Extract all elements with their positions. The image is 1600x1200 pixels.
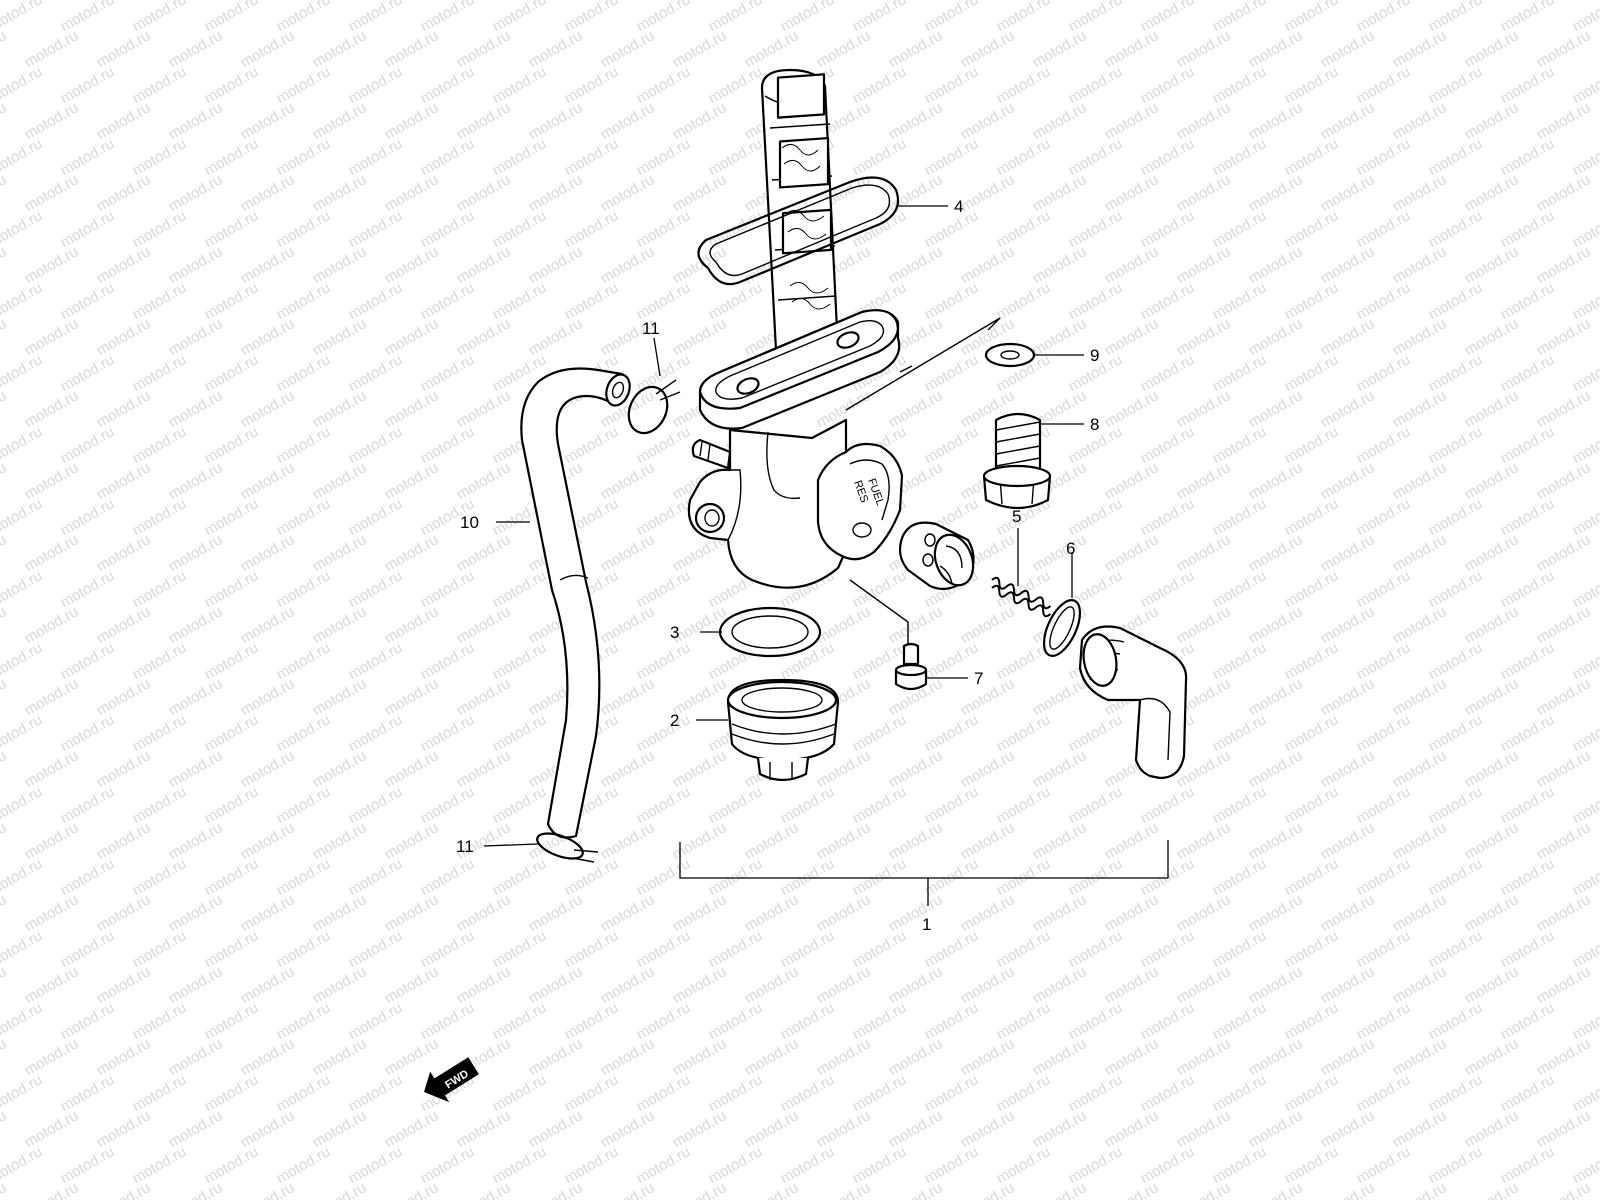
o-ring (1042, 599, 1082, 657)
bolt (982, 412, 1052, 510)
callout-1: 1 (922, 915, 931, 934)
callout-6: 6 (1066, 539, 1075, 558)
assembly-bracket (679, 840, 1169, 906)
callout-11-bottom: 11 (456, 837, 474, 856)
sediment-cup-gasket (718, 606, 822, 658)
hose-clamp-bottom (536, 832, 599, 863)
spring (991, 576, 1052, 618)
callout-7: 7 (974, 669, 983, 688)
washer (984, 342, 1036, 368)
fwd-arrow-icon (424, 1057, 479, 1103)
callout-11-top: 11 (642, 319, 660, 338)
leader-lines (483, 205, 1084, 847)
fwd-direction-badge: FWD (424, 1057, 479, 1103)
callout-5: 5 (1012, 507, 1021, 526)
fuel-lever (1078, 625, 1188, 780)
callout-10: 10 (460, 513, 479, 532)
screw (894, 642, 928, 691)
callout-2: 2 (670, 711, 679, 730)
fuel-strainer (697, 68, 900, 364)
fuel-cock-body: FUEL RES (687, 309, 1001, 646)
callout-3: 3 (670, 623, 679, 642)
fuel-hose (520, 367, 631, 839)
callout-4: 4 (954, 197, 963, 216)
callouts: 4 9 8 5 6 7 3 2 10 11 11 1 (456, 197, 1099, 934)
callout-8: 8 (1090, 415, 1099, 434)
hose-clamp-top (627, 379, 681, 435)
callout-9: 9 (1090, 346, 1099, 365)
valve-plug (898, 521, 975, 591)
sediment-cup (726, 678, 840, 782)
